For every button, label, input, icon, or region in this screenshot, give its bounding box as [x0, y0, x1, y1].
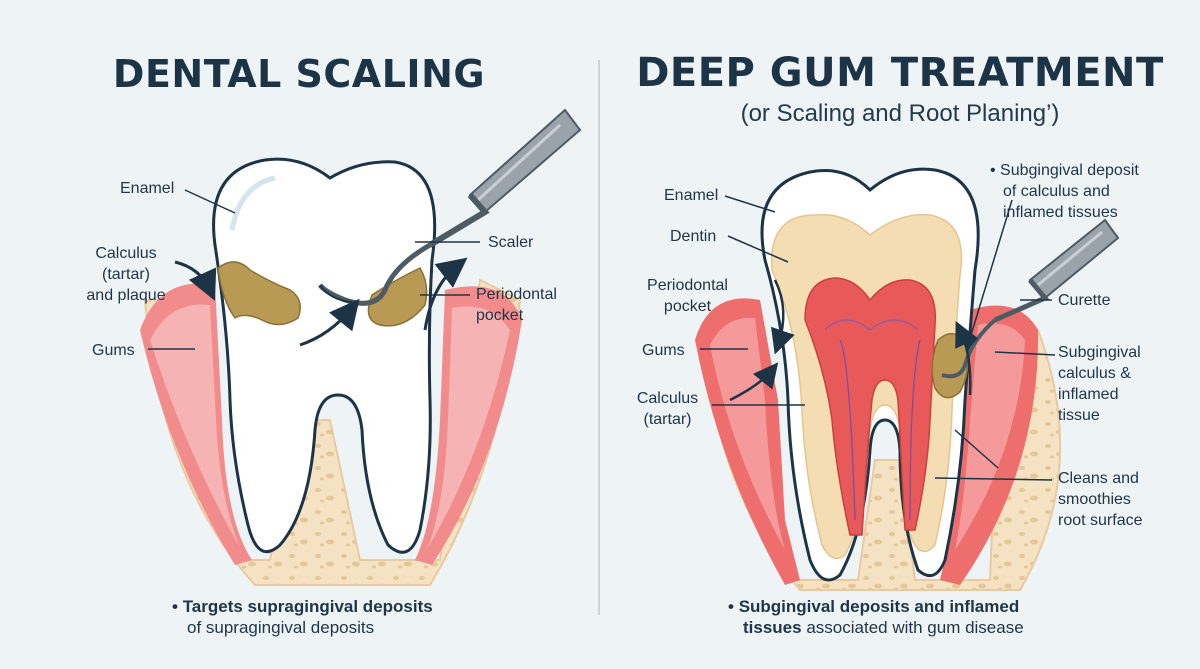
caption-rest-line2: associated with gum disease — [806, 618, 1024, 637]
label-subgingival-calculus-line1: Subgingival — [1058, 344, 1141, 361]
label-calculus-line2: (tartar) — [102, 266, 150, 283]
label-curette: Curette — [1058, 292, 1111, 309]
label-calculus: Calculus (tartar) and plaque — [86, 243, 166, 306]
label-subgingival-calculus: Subgingival calculus & inflamed tissue — [1058, 342, 1141, 426]
caption-bold-line2: tissues — [743, 618, 802, 637]
label-subgingival-deposit: • Subgingival deposit of calculus and in… — [990, 160, 1139, 223]
curette-instrument — [941, 218, 1120, 379]
deep-gum-treatment-illustration — [695, 167, 1120, 591]
label-calculus: Calculus (tartar) — [630, 388, 705, 430]
dental-scaling-title: DENTAL SCALING — [112, 52, 486, 96]
caption-bold-line1: Subgingival deposits and inflamed — [738, 597, 1020, 616]
calculus-deposit — [217, 261, 301, 326]
label-calculus-line1: Calculus — [636, 390, 699, 407]
label-enamel: Enamel — [664, 187, 719, 204]
label-cleans-line2: smoothies — [1058, 491, 1131, 508]
label-calculus-line3: and plaque — [86, 287, 166, 304]
label-periodontal-pocket: Periodontal pocket — [640, 275, 735, 317]
panel-divider — [598, 60, 600, 615]
label-calculus-line2: (tartar) — [643, 411, 692, 428]
caption-bold: Targets supragingival deposits — [182, 597, 433, 616]
dental-scaling-panel: DENTAL SCALING — [0, 0, 598, 669]
label-calculus-line1: Calculus — [95, 245, 157, 262]
label-subgingival-calculus-line3: inflamed — [1058, 386, 1119, 403]
label-gums: Gums — [92, 342, 135, 359]
label-cleans-line1: Cleans and — [1058, 470, 1139, 487]
right-caption: • Subgingival deposits and inflamed tiss… — [728, 596, 1024, 638]
deep-gum-treatment-panel: DEEP GUM TREATMENT (or Scaling and Root … — [600, 0, 1200, 669]
label-subgingival-deposit-line1: • Subgingival deposit — [990, 162, 1139, 179]
dental-scaling-illustration — [140, 108, 582, 586]
label-scaler: Scaler — [488, 234, 534, 251]
calculus-deposit — [931, 332, 969, 399]
tooth-outline — [212, 157, 437, 554]
label-enamel: Enamel — [120, 180, 175, 197]
caption-line2: of supragingival deposits — [187, 618, 375, 637]
label-periodontal-pocket: Periodontal pocket — [476, 284, 557, 326]
label-gums: Gums — [642, 342, 685, 359]
label-periodontal-line2: pocket — [476, 307, 524, 324]
scaler-instrument — [317, 108, 582, 306]
label-cleans-root: Cleans and smoothies root surface — [1058, 468, 1142, 531]
label-subgingival-deposit-line2: of calculus and — [1003, 183, 1110, 200]
label-periodontal-line2: pocket — [663, 298, 712, 315]
pulp — [804, 277, 937, 536]
deep-gum-treatment-title: DEEP GUM TREATMENT — [636, 50, 1164, 96]
label-cleans-line3: root surface — [1058, 512, 1143, 529]
label-subgingival-calculus-line2: calculus & — [1058, 365, 1131, 382]
label-periodontal-line1: Periodontal — [647, 277, 728, 294]
deep-gum-treatment-subtitle: (or Scaling and Root Planing’) — [740, 100, 1060, 127]
caption-bullet: • — [172, 597, 178, 616]
left-caption: • Targets supragingival deposits of supr… — [172, 596, 433, 638]
label-dentin: Dentin — [670, 228, 717, 245]
caption-bullet: • — [728, 597, 734, 616]
label-subgingival-deposit-line3: inflamed tissues — [1003, 204, 1118, 221]
label-periodontal-line1: Periodontal — [476, 286, 557, 303]
label-subgingival-calculus-line4: tissue — [1058, 407, 1100, 424]
